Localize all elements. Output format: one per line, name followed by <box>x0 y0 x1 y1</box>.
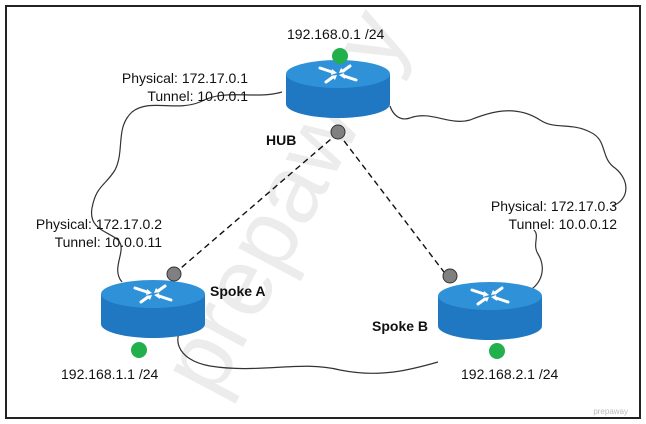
hub-name-label: HUB <box>266 132 296 148</box>
watermark: prepaway <box>139 0 429 410</box>
spoke-b-tunnel-dot <box>442 268 458 284</box>
hub-router <box>284 58 392 120</box>
spoke-a-physical-label: Physical: 172.17.0.2 <box>36 216 162 232</box>
spoke-b-lan-dot <box>489 343 505 359</box>
spoke-a-tunnel-label: Tunnel: 10.0.0.11 <box>55 234 163 250</box>
spoke-a-name-label: Spoke A <box>210 283 266 299</box>
spoke-a-lan-label: 192.168.1.1 /24 <box>61 366 159 382</box>
corner-watermark: prepaway <box>593 407 628 416</box>
spoke-b-lan-label: 192.168.2.1 /24 <box>461 366 559 382</box>
hub-physical-label: Physical: 172.17.0.1 <box>122 70 248 86</box>
spoke-b-physical-label: Physical: 172.17.0.3 <box>491 198 617 214</box>
spoke-a-lan-dot <box>131 342 147 358</box>
tunnel-hub-spoke-a <box>173 132 339 275</box>
wan-cloud <box>91 91 627 374</box>
hub-lan-label: 192.168.0.1 /24 <box>287 26 385 42</box>
spoke-a-tunnel-dot <box>166 266 182 282</box>
spoke-a-router <box>99 278 207 340</box>
spoke-b-tunnel-label: Tunnel: 10.0.0.12 <box>509 216 618 232</box>
hub-tunnel-dot <box>330 124 346 140</box>
spoke-b-name-label: Spoke B <box>372 318 428 334</box>
hub-tunnel-label: Tunnel: 10.0.0.1 <box>147 88 248 104</box>
spoke-b-router <box>436 280 544 342</box>
hub-lan-dot <box>332 48 348 64</box>
diagram-frame <box>5 5 641 419</box>
